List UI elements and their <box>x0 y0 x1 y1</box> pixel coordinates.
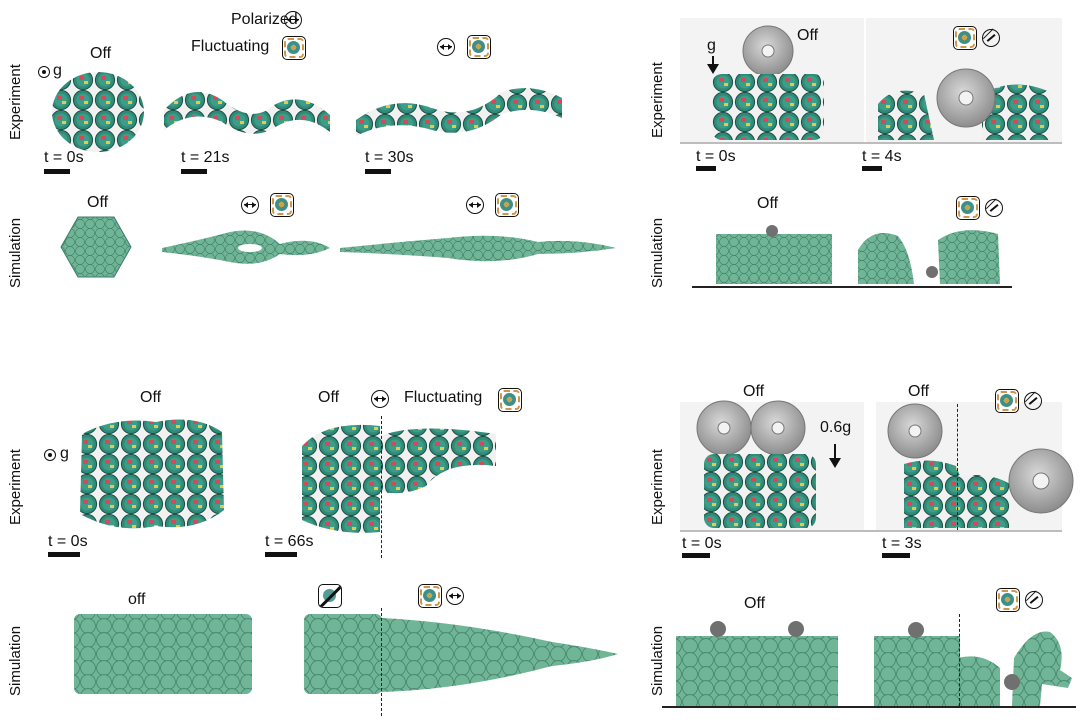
scale-bar <box>44 169 70 174</box>
exp-off-label: Off <box>90 45 112 62</box>
fluctuating-icon <box>995 389 1019 413</box>
experiment-photo-t4 <box>878 84 1050 140</box>
ground-line <box>680 530 1062 532</box>
sim-off-label: off <box>128 591 146 608</box>
weight-plate <box>887 403 943 459</box>
fluctuating-disabled-icon <box>318 584 342 608</box>
experiment-photo-t66 <box>302 424 496 533</box>
fluctuating-icon <box>498 388 522 412</box>
experiment-photo-t0 <box>704 454 816 528</box>
polarized-icon <box>437 38 455 56</box>
simulation-extruding <box>304 614 618 694</box>
experiment-photo-t0 <box>52 72 144 152</box>
simulation-off-block <box>676 621 838 706</box>
fluctuating-icon <box>953 26 977 50</box>
sim-off-label: Off <box>757 195 779 212</box>
fluctuating-icon <box>956 196 980 220</box>
scale-bar <box>882 553 910 558</box>
polarized-icon <box>371 390 389 408</box>
exp-off-label: Off <box>797 27 819 44</box>
noisy-icon <box>1025 591 1043 609</box>
gravity-icon <box>44 449 56 461</box>
weight-plates <box>696 400 806 456</box>
time-label-t66: t = 66s <box>265 533 314 550</box>
exp-off-label: Off <box>318 389 340 406</box>
row-label-experiment: Experiment <box>7 64 24 140</box>
simulation-hexagon-cluster <box>60 216 132 278</box>
ground-line <box>662 706 1076 708</box>
experiment-photo-t0 <box>712 74 824 140</box>
scale-bar <box>862 166 882 171</box>
sim-off-label: Off <box>87 194 109 211</box>
gravity-label: g <box>53 62 62 79</box>
time-label-t3: t = 3s <box>882 535 922 552</box>
scale-bar <box>696 166 716 171</box>
time-label-t0: t = 0s <box>682 535 722 552</box>
ground-line <box>680 142 1062 144</box>
gravity-label: g <box>707 37 716 54</box>
fluctuating-icon <box>495 193 519 217</box>
legend-polarized-label: Polarized <box>231 11 298 28</box>
sim-off-label: Off <box>744 595 766 612</box>
legend-fluctuating-label: Fluctuating <box>404 389 483 406</box>
experiment-photo-t30 <box>356 88 562 136</box>
simulation-off-block <box>74 614 252 694</box>
polarized-icon <box>241 196 259 214</box>
experiment-photo-t21 <box>164 92 330 134</box>
polarized-icon <box>446 587 464 605</box>
simulation-elongated-t30 <box>340 235 616 262</box>
row-label-experiment: Experiment <box>649 449 666 525</box>
ground-line <box>692 286 1012 288</box>
time-label-t0: t = 0s <box>48 533 88 550</box>
exp-off-label: Off <box>743 383 765 400</box>
noisy-icon <box>982 29 1000 47</box>
interface-dashed-line <box>381 416 382 558</box>
time-label-t0: t = 0s <box>44 149 84 166</box>
interface-dashed-line <box>959 614 960 706</box>
scale-bar <box>48 552 80 557</box>
polarized-icon <box>284 11 302 29</box>
row-label-experiment: Experiment <box>7 449 24 525</box>
experiment-photo-t3 <box>904 460 1010 528</box>
interface-dashed-line <box>381 608 382 716</box>
time-label-t4: t = 4s <box>862 148 902 165</box>
simulation-fluctuating <box>874 622 1072 706</box>
fluctuating-icon <box>270 193 294 217</box>
exp-off-label: Off <box>140 389 162 406</box>
noisy-icon <box>985 199 1003 217</box>
experiment-photo-t0 <box>80 419 224 529</box>
legend-fluctuating-label: Fluctuating <box>191 38 270 55</box>
row-label-simulation: Simulation <box>7 625 24 696</box>
fluctuating-icon <box>467 35 491 59</box>
weight-plate <box>742 25 794 77</box>
gravity-label: g <box>60 445 69 462</box>
gravity-arrow <box>707 56 719 74</box>
weight-plate <box>936 68 996 128</box>
simulation-fluctuating <box>858 230 1000 284</box>
weight-plate <box>1008 448 1074 514</box>
fluctuating-icon <box>996 588 1020 612</box>
time-label-t21: t = 21s <box>181 149 230 166</box>
time-label-t30: t = 30s <box>365 149 414 166</box>
row-label-simulation: Simulation <box>649 217 666 288</box>
scale-bar <box>365 169 391 174</box>
gravity-label: 0.6g <box>820 419 852 436</box>
row-label-simulation: Simulation <box>649 625 666 696</box>
scale-bar <box>265 552 297 557</box>
row-label-simulation: Simulation <box>7 217 24 288</box>
gravity-arrow <box>829 444 841 468</box>
fluctuating-icon <box>282 36 306 60</box>
row-label-experiment: Experiment <box>649 62 666 138</box>
gravity-icon <box>38 66 50 78</box>
noisy-icon <box>1024 392 1042 410</box>
time-label-t0: t = 0s <box>696 148 736 165</box>
fluctuating-icon <box>418 584 442 608</box>
scale-bar <box>682 553 710 558</box>
interface-dashed-line <box>957 404 958 530</box>
simulation-off-block <box>716 225 832 284</box>
scale-bar <box>181 169 207 174</box>
polarized-icon <box>466 196 484 214</box>
exp-off-label: Off <box>908 383 930 400</box>
simulation-elongated-t21 <box>162 230 330 264</box>
